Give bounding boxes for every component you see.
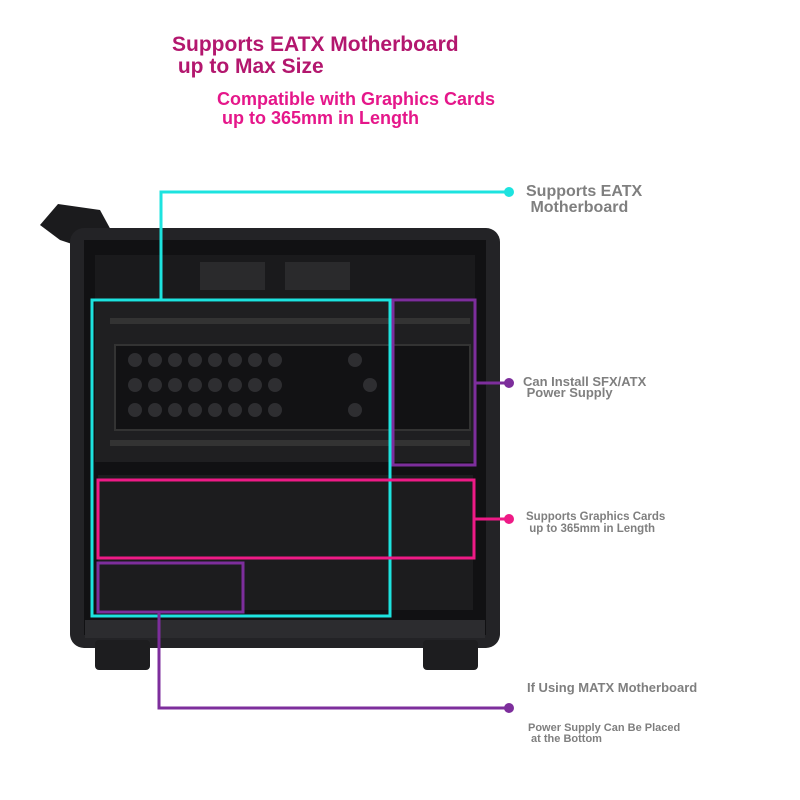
- callout-text: Power Supply: [523, 385, 613, 401]
- eatx-dot: [504, 187, 514, 197]
- eatx-motherboard-outline: [90, 298, 392, 618]
- subheadline-line2: up to 365mm in Length: [217, 107, 420, 128]
- callout-gpu: Supports Graphics Cards up to 365mm in L…: [526, 511, 666, 535]
- callout-psu: Can Install SFX/ATX Power Supply: [523, 374, 647, 401]
- headline-line2: up to Max Size: [172, 55, 324, 79]
- callout-text: Supports Graphics Cards: [526, 511, 666, 523]
- callout-text: Power Supply Can Be Placed: [528, 722, 681, 734]
- psu-bottom-dot: [504, 703, 514, 713]
- subheadline: Compatible with Graphics Cards up to 365…: [217, 90, 495, 128]
- eatx-connector-line: [159, 190, 508, 300]
- callout-text: at the Bottom: [528, 733, 602, 745]
- psu-bottom-connector-line: [157, 612, 508, 710]
- pc-case-image: [40, 204, 500, 670]
- headline-line1: Supports EATX Motherboard: [172, 33, 459, 56]
- callout-text: Supports EATX: [526, 183, 643, 200]
- mesh-holes: [128, 353, 377, 417]
- subheadline-line1: Compatible with Graphics Cards: [217, 89, 496, 109]
- callout-matx: If Using MATX Motherboard: [527, 680, 698, 695]
- psu-bottom-outline: [96, 561, 245, 614]
- callout-text: up to 365mm in Length: [526, 522, 656, 535]
- callout-eatx: Supports EATX Motherboard: [526, 184, 642, 216]
- gpu-dot: [504, 514, 514, 524]
- callout-text: Motherboard: [526, 199, 629, 216]
- callout-text: Can Install SFX/ATX: [523, 374, 647, 389]
- psu-dot: [504, 378, 514, 388]
- callout-psu-bottom: Power Supply Can Be Placed at the Bottom: [528, 723, 680, 745]
- headline: Supports EATX Motherboard up to Max Size: [172, 33, 459, 79]
